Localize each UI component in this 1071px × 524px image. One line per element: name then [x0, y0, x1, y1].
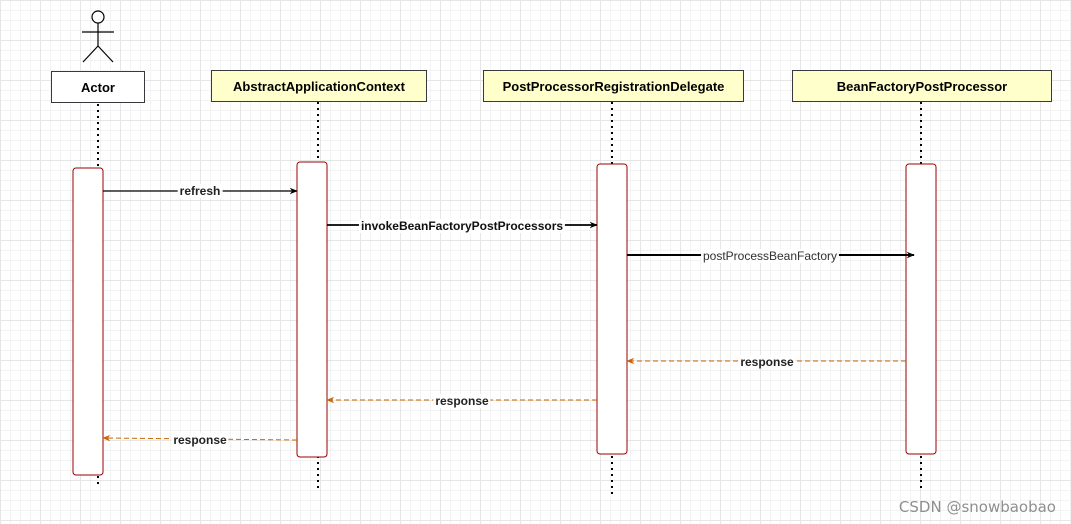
participant-actor: Actor — [51, 71, 145, 103]
return-messages — [102, 357, 906, 442]
watermark: CSDN @snowbaobao — [898, 498, 1056, 516]
actor-stick-figure-icon — [82, 10, 114, 63]
activation-bar-beanfactorypostprocessor — [905, 163, 937, 455]
activation-bar-actor — [72, 167, 104, 476]
message-label-response-1: response — [738, 355, 796, 369]
activation-bars — [72, 161, 937, 476]
message-label-invokebeanfactorypostprocessors: invokeBeanFactoryPostProcessors — [358, 219, 566, 233]
message-label-refresh: refresh — [177, 184, 223, 198]
participant-postprocessorregistrationdelegate: PostProcessorRegistrationDelegate — [483, 70, 744, 102]
activation-bar-abstractapplicationcontext — [296, 161, 328, 458]
participant-beanfactorypostprocessor: BeanFactoryPostProcessor — [792, 70, 1052, 102]
participant-abstractapplicationcontext: AbstractApplicationContext — [211, 70, 427, 102]
message-label-response-2: response — [433, 394, 491, 408]
message-label-postprocessbeanfactory: postProcessBeanFactory — [700, 249, 840, 263]
activation-bar-postprocessorregistrationdelegate — [596, 163, 628, 455]
message-label-response-3: response — [171, 433, 229, 447]
